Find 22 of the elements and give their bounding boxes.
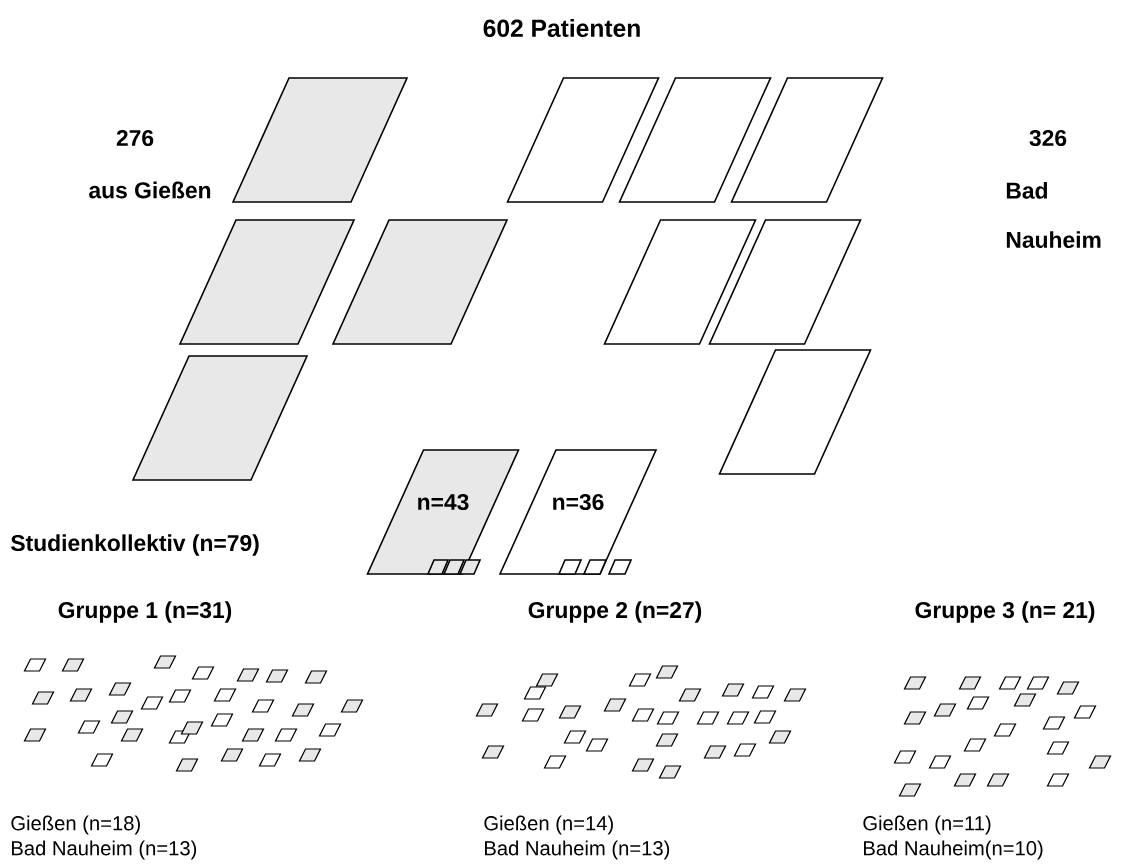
count-label: aus Gießen — [89, 181, 211, 199]
count-note: Bad Nauheim (n=13) — [12, 840, 197, 860]
parallelogram-shape — [730, 77, 884, 203]
group-heading: Gruppe 2 (n=27) — [528, 601, 702, 623]
count-note: Gießen (n=11) — [863, 815, 991, 835]
parallelogram-shape — [718, 349, 872, 475]
count-label: 276 — [116, 129, 154, 147]
parallelogram-shape — [506, 77, 660, 203]
parallelogram-shape — [603, 219, 757, 345]
count-note: Gießen (n=18) — [11, 815, 140, 835]
parallelogram-box: n=43 — [366, 449, 520, 575]
count-note: Gießen (n=14) — [484, 815, 613, 835]
parallelogram-shape — [708, 219, 862, 345]
group-heading: Gruppe 3 (n= 21) — [915, 601, 1095, 623]
count-note: Bad Nauheim(n=10) — [864, 840, 1043, 860]
title: 602 Patienten — [483, 18, 640, 38]
group-heading: Gruppe 1 (n=31) — [58, 601, 232, 623]
count-note: Bad Nauheim (n=13) — [485, 840, 670, 860]
count-label: 326 — [1029, 129, 1067, 147]
parallelogram-shape — [618, 77, 772, 203]
count-label: Studienkollektiv (n=79) — [11, 534, 259, 556]
count-label: Bad Nauheim — [1006, 182, 1101, 248]
